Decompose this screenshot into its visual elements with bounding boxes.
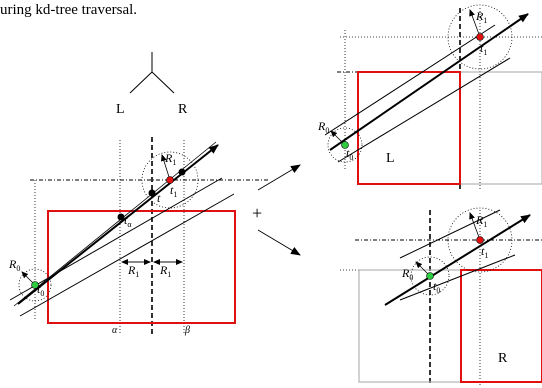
top-box-label: L bbox=[386, 151, 395, 166]
left-panel bbox=[9, 137, 268, 335]
arrow-to-left-child bbox=[257, 164, 301, 191]
start-point bbox=[31, 281, 39, 289]
beta-label: β bbox=[184, 325, 190, 336]
end-point bbox=[166, 176, 174, 184]
bottom-gray-box bbox=[358, 269, 462, 383]
top-t1-label: t1 bbox=[480, 41, 487, 57]
dim-right-label: R1 bbox=[159, 263, 171, 279]
plus-sign: + bbox=[252, 203, 262, 223]
left-R0-label: R0 bbox=[8, 257, 20, 273]
top-right-panel bbox=[324, 4, 542, 190]
bottom-right-panel bbox=[340, 207, 542, 385]
bottom-t1-label: t1 bbox=[481, 244, 488, 260]
left-R1-label: R1 bbox=[164, 151, 176, 167]
left-t0-label: t0 bbox=[37, 282, 44, 298]
alpha-label: α bbox=[112, 325, 118, 336]
bottom-R0-label: R0 bbox=[401, 266, 413, 282]
bottom-ray bbox=[384, 214, 531, 306]
top-red-box bbox=[357, 71, 461, 185]
left-talpha-label: tα bbox=[124, 213, 132, 229]
dim-left-label: R1 bbox=[127, 263, 139, 279]
top-R0-label: R0 bbox=[317, 119, 329, 135]
caption-text: uring kd-tree traversal. bbox=[0, 2, 137, 18]
tree-left-label: L bbox=[116, 102, 125, 117]
top-t0-label: t0 bbox=[346, 146, 353, 162]
bottom-t0-label: t0 bbox=[433, 279, 440, 295]
bottom-R1-label: R1 bbox=[475, 213, 487, 229]
split-point bbox=[148, 189, 156, 197]
alpha-point bbox=[117, 213, 125, 221]
tree-icon bbox=[129, 52, 175, 94]
top-gray-box bbox=[459, 71, 542, 185]
left-t-label: t bbox=[157, 191, 161, 205]
bottom-red-box bbox=[460, 269, 542, 383]
left-red-box bbox=[47, 210, 236, 324]
arrow-to-right-child bbox=[257, 229, 301, 256]
left-t1-label: t1 bbox=[170, 183, 177, 199]
bottom-box-label: R bbox=[498, 351, 508, 366]
tree-right-label: R bbox=[178, 102, 188, 117]
top-R1-label: R1 bbox=[475, 9, 487, 25]
top-ray bbox=[329, 13, 529, 151]
